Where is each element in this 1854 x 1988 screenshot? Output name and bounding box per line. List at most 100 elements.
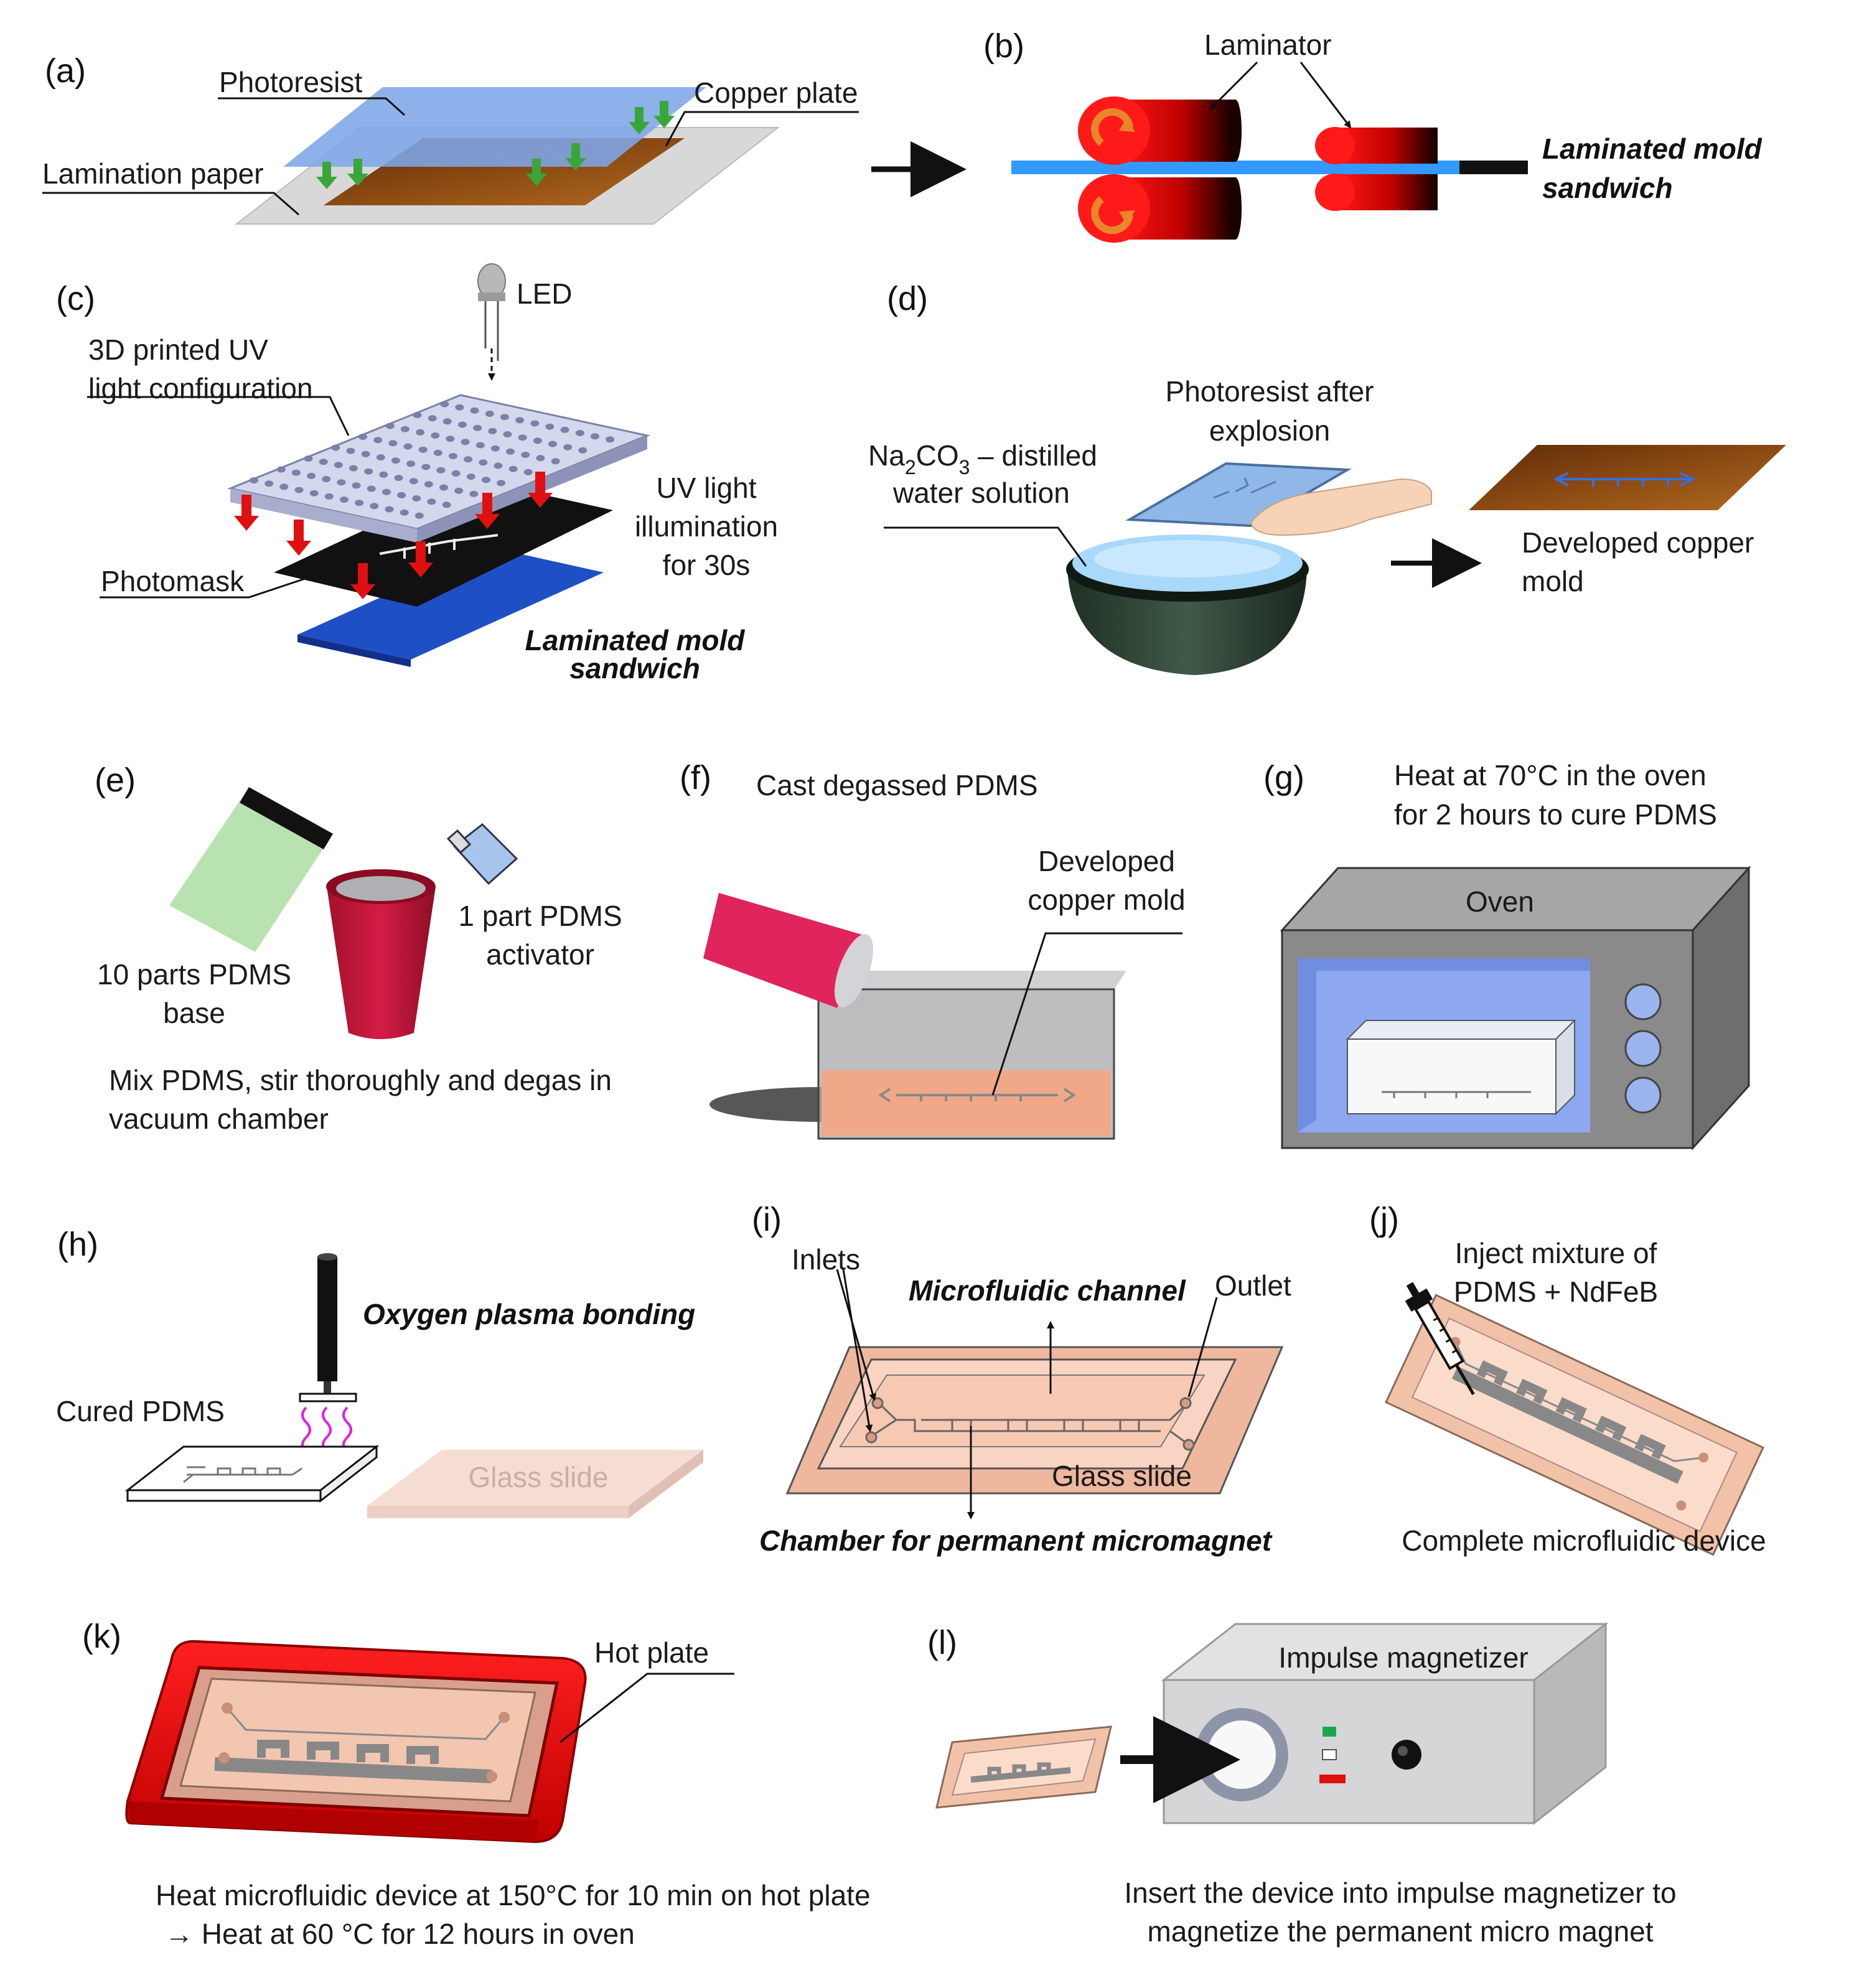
oven-label: Oven xyxy=(1466,885,1534,918)
uv-illumination-label-2: illumination xyxy=(635,510,778,543)
cast-pdms-label: Cast degassed PDMS xyxy=(756,769,1038,801)
panel-h: (h) Oxygen plasma bonding Cured PDMS Gla… xyxy=(56,1226,703,1518)
uv-hole xyxy=(324,493,334,500)
uv-hole xyxy=(331,444,340,451)
panel-k-label: (k) xyxy=(82,1618,121,1655)
uv-hole xyxy=(551,458,560,465)
panel-b: (b) Laminator Laminated mold sandwi xyxy=(983,27,1763,243)
uv-hole xyxy=(294,487,304,493)
uv-hole xyxy=(358,434,367,440)
uv-hole xyxy=(503,431,512,437)
panel-a-label: (a) xyxy=(45,52,86,90)
panel-k: (k) Hot plate Heat microfluidic device a… xyxy=(82,1618,871,1950)
lamination-paper-label: Lamination paper xyxy=(42,157,263,190)
uv-hole xyxy=(560,426,569,433)
uv-hole xyxy=(355,500,364,506)
uv-hole xyxy=(442,502,451,508)
panel-d-label: (d) xyxy=(887,280,928,317)
oxygen-plasma-label: Oxygen plasma bonding xyxy=(363,1298,695,1330)
uv-hole xyxy=(488,427,497,434)
uv-hole xyxy=(440,401,449,408)
uv-hole xyxy=(421,464,431,470)
uv-hole xyxy=(391,457,400,464)
uv-hole xyxy=(385,506,394,513)
uv-hole xyxy=(436,467,446,474)
uv-hole xyxy=(548,441,557,447)
uv-hole xyxy=(412,495,421,502)
uv-hole xyxy=(439,484,448,491)
panel-e-label: (e) xyxy=(95,762,136,799)
panel-b-label: (b) xyxy=(983,27,1024,65)
uv-hole xyxy=(364,468,373,475)
uv-hole xyxy=(455,404,464,411)
uv-hole xyxy=(431,432,440,439)
panel-l: (l) Impulse magnetizer Insert the device… xyxy=(927,1622,1677,1948)
laminator-label: Laminator xyxy=(1204,29,1332,61)
uv-hole xyxy=(424,481,433,488)
uv-hole xyxy=(400,426,410,432)
uv-hole xyxy=(394,475,403,481)
panel-f-label: (f) xyxy=(680,759,711,796)
panel-a: (a) Photoresist Copper plate Lamination … xyxy=(42,52,859,225)
uv-hole xyxy=(479,459,488,466)
beaker-bowl xyxy=(1066,534,1309,675)
photomask-label: Photomask xyxy=(101,565,245,597)
photoresist-sheet xyxy=(283,87,706,167)
uv-hole xyxy=(563,444,573,450)
uv-hole xyxy=(376,454,385,460)
led-label: LED xyxy=(517,278,572,310)
uv-hole xyxy=(506,448,515,455)
blue-base xyxy=(297,548,604,660)
uv-hole xyxy=(508,465,518,472)
developed-copper-label-1: Developed copper xyxy=(1522,526,1754,559)
laminated-sheet xyxy=(1011,161,1459,174)
uv-hole xyxy=(485,411,494,417)
panel-g: (g) Heat at 70°C in the oven for 2 hours… xyxy=(1263,759,1751,1150)
uv-hole xyxy=(373,437,383,444)
photoresist-after-label-1: Photoresist after xyxy=(1166,375,1374,408)
mix-label-2: vacuum chamber xyxy=(109,1103,329,1135)
uv-hole xyxy=(451,470,461,477)
impulse-magnetizer xyxy=(1161,1622,1609,1826)
uv-hole xyxy=(279,483,289,490)
uv-hole xyxy=(575,430,584,436)
developed-copper-label-2: mold xyxy=(1522,565,1584,597)
uv-hole xyxy=(309,490,319,497)
uv-hole xyxy=(382,488,391,495)
uv-hole xyxy=(490,445,500,452)
laminator-rollers-small xyxy=(1315,127,1438,211)
panel-h-label: (h) xyxy=(57,1226,98,1263)
activator-label-2: activator xyxy=(486,938,594,971)
photoresist-label: Photoresist xyxy=(219,66,362,98)
uv-hole xyxy=(418,446,428,453)
glass-slide xyxy=(367,1450,703,1518)
panel-j: (j) Inject mixture of PDMS + NdFeB Compl… xyxy=(1369,1201,1766,1557)
uv-hole xyxy=(446,436,455,442)
developed-photoresist-sheet xyxy=(1125,462,1352,528)
panel-i-label: (i) xyxy=(752,1201,782,1238)
uv-hole xyxy=(413,412,422,418)
casting-container xyxy=(817,971,1126,1140)
inlets-label: Inlets xyxy=(792,1243,860,1276)
uv-hole xyxy=(379,471,388,478)
uv-hole xyxy=(346,447,355,454)
laminated-sandwich-label-1: Laminated mold xyxy=(525,624,746,656)
uv-hole xyxy=(458,421,467,428)
uv-hole xyxy=(473,424,482,431)
panel-l-label: (l) xyxy=(927,1624,957,1661)
impulse-magnetizer-label: Impulse magnetizer xyxy=(1278,1641,1528,1674)
uv-hole xyxy=(545,423,555,430)
uv-hole xyxy=(397,492,406,498)
panel-i: (i) Inlets Microfluidic channel Outlet G… xyxy=(752,1201,1291,1557)
uv-hole xyxy=(337,479,346,486)
uv-hole xyxy=(352,482,361,489)
insert-label-2: magnetize the permanent micro magnet xyxy=(1147,1915,1653,1948)
uv-hole xyxy=(361,450,370,457)
panel-d: (d) Photoresist after explosion Na2CO3 –… xyxy=(868,280,1786,675)
heat-oven-label-1: Heat at 70°C in the oven xyxy=(1394,759,1707,791)
green-arrows xyxy=(316,101,675,189)
insert-label-1: Insert the device into impulse magnetize… xyxy=(1124,1877,1676,1909)
uv-hole xyxy=(578,447,588,454)
laminated-sandwich-label-2: sandwich xyxy=(569,652,700,684)
